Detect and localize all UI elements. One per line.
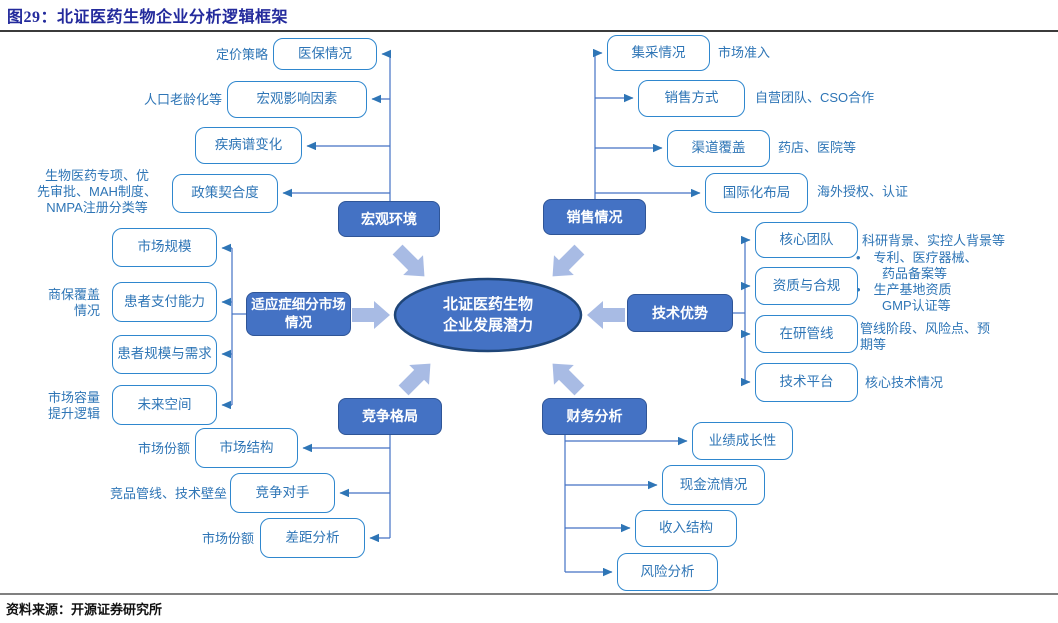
branch-node-competition: 竞争格局 [338,398,442,435]
annotation-label: 生物医药专项、优 先审批、MAH制度、 NMPA注册分类等 [37,168,157,215]
detail-box: 资质与合规 [755,267,858,305]
detail-box: 未来空间 [112,385,217,425]
detail-box: 集采情况 [607,35,710,71]
detail-box: 现金流情况 [662,465,765,505]
detail-box: 国际化布局 [705,173,808,213]
annotation-label: 科研背景、实控人背景等 [862,233,1006,248]
annotation-label: 核心技术情况 [865,375,944,390]
detail-box: 医保情况 [273,38,377,70]
annotation-label: • 专利、医疗器械、 药品备案等 • 生产基地资质 GMP认证等 [856,250,978,313]
center-node-label: 北证医药生物企业发展潜力 [442,296,533,334]
detail-box: 销售方式 [638,80,745,117]
figure-title: 图29：北证医药生物企业分析逻辑框架 [7,9,289,26]
annotation-label: 竞品管线、技术壁垒 [109,486,227,501]
detail-box: 风险分析 [617,553,718,591]
detail-box: 政策契合度 [172,174,278,213]
detail-box: 患者支付能力 [112,282,217,322]
detail-box: 市场结构 [195,428,298,468]
branch-node-indication: 适应症细分市场情况 [246,292,351,336]
annotation-label: 定价策略 [215,47,268,62]
annotation-label: 市场份额 [201,531,254,546]
annotation-label: 海外授权、认证 [817,184,909,199]
annotation-label: 药店、医院等 [778,140,857,155]
detail-box: 业绩成长性 [692,422,793,460]
detail-box: 疾病谱变化 [195,127,302,164]
branch-node-finance: 财务分析 [542,398,647,435]
branch-node-sales: 销售情况 [543,199,646,235]
detail-box: 患者规模与需求 [112,335,217,374]
title-rule [0,30,1058,32]
detail-box: 收入结构 [635,510,737,547]
annotation-label: 市场容量 提升逻辑 [47,390,100,421]
branch-node-macro: 宏观环境 [338,201,440,237]
detail-box: 在研管线 [755,315,858,353]
detail-box: 竞争对手 [230,473,335,513]
source-note: 资料来源：开源证券研究所 [6,602,163,617]
detail-box: 宏观影响因素 [227,81,367,118]
footer-rule [0,593,1058,595]
detail-box: 核心团队 [755,222,858,258]
detail-box: 差距分析 [260,518,365,558]
annotation-label: 商保覆盖 情况 [47,287,100,318]
detail-box: 技术平台 [755,363,858,402]
annotation-label: 自营团队、CSO合作 [755,90,875,105]
annotation-label: 市场准入 [718,45,771,60]
branch-node-tech: 技术优势 [627,294,733,332]
annotation-label: 人口老龄化等 [143,92,222,107]
annotation-label: 管线阶段、风险点、预 期等 [860,321,991,352]
detail-box: 市场规模 [112,228,217,267]
annotation-label: 市场份额 [137,441,190,456]
center-ellipse [393,277,583,353]
detail-box: 渠道覆盖 [667,130,770,167]
